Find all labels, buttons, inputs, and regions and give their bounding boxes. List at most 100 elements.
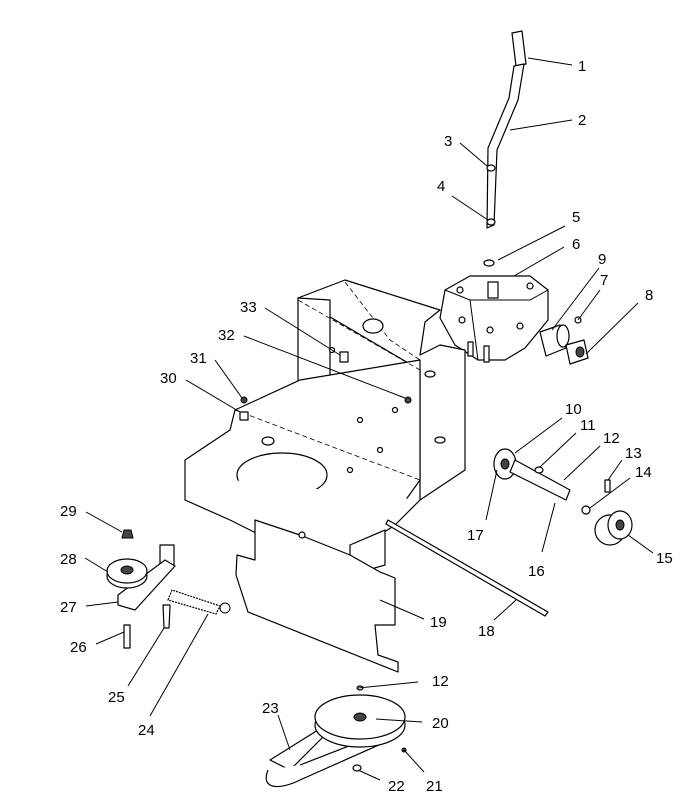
leader-12b	[357, 681, 419, 689]
callout-20: 20	[432, 715, 449, 732]
leader-14	[589, 477, 631, 509]
transmission-housing	[439, 275, 549, 361]
nut	[121, 529, 134, 539]
frame-hole	[391, 406, 399, 414]
transmission	[439, 275, 549, 363]
callout-18: 18	[478, 623, 495, 640]
callout-26: 26	[70, 639, 87, 656]
callout-24: 24	[138, 722, 155, 739]
callout-5: 5	[572, 209, 580, 226]
callout-33: 33	[240, 299, 257, 316]
leader-13	[607, 459, 623, 481]
wheel-hub	[615, 519, 625, 531]
callout-10: 10	[565, 401, 582, 418]
belt-guard-panel	[235, 519, 399, 673]
belt-guard	[235, 519, 399, 673]
callout-2: 2	[578, 112, 586, 129]
callout-13: 13	[625, 445, 642, 462]
leader-33	[264, 307, 341, 356]
leader-24	[149, 613, 209, 717]
leader-18	[493, 599, 517, 621]
frame-hole	[362, 318, 384, 334]
callout-22: 22	[388, 778, 405, 795]
callout-4: 4	[437, 178, 445, 195]
fastener-bolt	[239, 411, 249, 421]
leader-1	[527, 57, 573, 66]
output-shaft	[483, 345, 490, 363]
shift-lever	[486, 63, 525, 229]
callout-17: 17	[467, 527, 484, 544]
leader-28	[84, 557, 109, 573]
leader-6	[513, 246, 565, 277]
callout-7: 7	[600, 272, 608, 289]
leader-4	[451, 195, 489, 221]
callout-29: 29	[60, 503, 77, 520]
washer	[483, 259, 495, 267]
callout-16: 16	[528, 563, 545, 580]
hidden-edge	[344, 281, 421, 361]
locknut	[404, 396, 412, 404]
frame-hole	[346, 466, 354, 474]
callout-15: 15	[656, 550, 673, 567]
carriage-bolt	[339, 351, 349, 363]
leader-26	[95, 631, 125, 645]
leader-23	[277, 714, 291, 751]
callout-31: 31	[190, 350, 207, 367]
callout-8: 8	[645, 287, 653, 304]
leader-27	[85, 601, 119, 607]
leader-lines	[84, 57, 654, 781]
housing-bolt	[456, 286, 464, 294]
idler-assembly	[106, 529, 231, 649]
housing-bolt	[486, 326, 494, 334]
callout-labels: 1 2 3 4 5 6 7 8 9 10 11 12 13 14 15 16 1…	[60, 58, 673, 795]
coupler-bore	[575, 346, 585, 358]
leader-16	[541, 502, 556, 553]
extension-spring	[167, 589, 221, 615]
bolt	[123, 624, 131, 649]
leader-12a	[563, 445, 601, 481]
leader-8	[585, 302, 639, 355]
leader-3	[459, 142, 488, 167]
callout-9: 9	[598, 251, 606, 268]
callout-12a: 12	[603, 430, 620, 447]
fastener-nut	[240, 396, 248, 404]
hidden-edge	[234, 409, 421, 481]
housing-bolt	[516, 322, 524, 330]
frame-fasteners	[239, 351, 412, 421]
leader-11	[539, 432, 577, 468]
leader-25	[127, 627, 165, 687]
housing-edge	[444, 289, 549, 301]
leader-17	[485, 469, 498, 521]
callout-3: 3	[444, 133, 452, 150]
callout-1: 1	[578, 58, 586, 75]
housing-bolt	[458, 316, 466, 324]
axle-washer	[581, 505, 591, 515]
control-rod	[385, 519, 549, 617]
wheel-pin	[604, 479, 611, 493]
callout-30: 30	[160, 370, 177, 387]
guard-fastener	[298, 531, 306, 539]
leader-22	[357, 769, 381, 781]
leader-20	[375, 718, 423, 723]
retaining-nut	[352, 764, 362, 772]
wheel-axle-assembly	[493, 448, 633, 546]
frame	[184, 279, 466, 576]
output-shaft	[467, 341, 474, 357]
bushing-end	[556, 324, 570, 348]
callout-21: 21	[426, 778, 443, 795]
leader-21	[403, 749, 425, 773]
idler-arm	[117, 559, 176, 611]
shoulder-bolt	[162, 604, 171, 629]
leader-15	[627, 534, 654, 554]
housing-bolt	[526, 282, 534, 290]
pulley-bore	[353, 712, 367, 722]
callout-6: 6	[572, 236, 580, 253]
lever-nut	[486, 218, 496, 226]
axle-bolt	[534, 466, 544, 474]
leader-9	[551, 267, 600, 331]
leader-2	[509, 119, 573, 131]
axle-coupler	[539, 316, 589, 365]
pulley-hub	[120, 565, 134, 575]
